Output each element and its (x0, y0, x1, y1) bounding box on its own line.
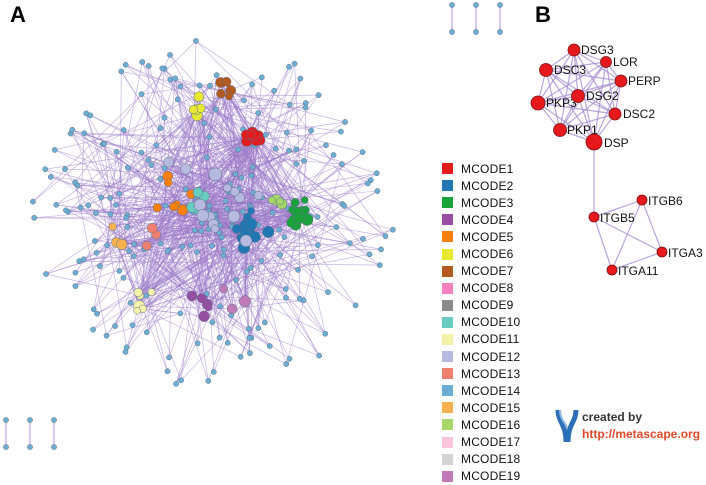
legend-label: MCODE5 (461, 230, 514, 244)
legend-item: MCODE19 (442, 468, 520, 485)
legend-item: MCODE4 (442, 211, 520, 228)
credit-text: created by (582, 410, 642, 424)
node-label: DSC3 (554, 63, 586, 77)
network-b-node (607, 265, 617, 275)
legend-label: MCODE3 (461, 196, 514, 210)
network-b-node (586, 134, 602, 150)
network-b-node (657, 247, 667, 257)
legend-swatch (442, 249, 453, 260)
network-b-node (531, 96, 545, 110)
network-b-node (601, 57, 612, 68)
legend-item: MCODE18 (442, 451, 520, 468)
network-b-node (615, 75, 627, 87)
legend-label: MCODE1 (461, 162, 514, 176)
legend-item: MCODE3 (442, 194, 520, 211)
legend-label: MCODE4 (461, 213, 514, 227)
node-label: DSG2 (586, 89, 619, 103)
legend-label: MCODE11 (461, 332, 520, 346)
legend-swatch (442, 402, 453, 413)
network-b-node (568, 44, 580, 56)
legend-swatch (442, 163, 453, 174)
legend-swatch (442, 266, 453, 277)
legend-label: MCODE2 (461, 179, 514, 193)
legend-swatch (442, 283, 453, 294)
legend-swatch (442, 351, 453, 362)
node-label: ITGB6 (648, 194, 683, 208)
network-b-node (554, 124, 567, 137)
metascape-logo-icon (554, 408, 580, 444)
legend-item: MCODE2 (442, 177, 520, 194)
legend-swatch (442, 368, 453, 379)
legend-label: MCODE14 (461, 384, 520, 398)
network-b-node (637, 195, 647, 205)
legend-label: MCODE6 (461, 247, 514, 261)
legend-item: MCODE17 (442, 434, 520, 451)
legend-item: MCODE12 (442, 348, 520, 365)
legend-label: MCODE15 (461, 401, 520, 415)
node-label: DSC2 (623, 107, 655, 121)
legend-swatch (442, 385, 453, 396)
legend-label: MCODE8 (461, 281, 514, 295)
node-label: ITGB5 (600, 211, 635, 225)
node-label: DSP (604, 136, 629, 150)
legend-swatch (442, 454, 453, 465)
legend-item: MCODE15 (442, 399, 520, 416)
legend-label: MCODE9 (461, 298, 514, 312)
legend-item: MCODE13 (442, 365, 520, 382)
legend-swatch (442, 231, 453, 242)
legend-swatch (442, 471, 453, 482)
legend-swatch (442, 197, 453, 208)
node-label: DSG3 (581, 43, 614, 57)
legend-swatch (442, 437, 453, 448)
metascape-link[interactable]: http://metascape.org (582, 427, 700, 441)
network-b-node (589, 212, 599, 222)
legend-item: MCODE1 (442, 160, 520, 177)
legend-swatch (442, 334, 453, 345)
legend-swatch (442, 214, 453, 225)
legend-item: MCODE6 (442, 245, 520, 262)
node-label: ITGA11 (618, 264, 659, 278)
legend-label: MCODE7 (461, 264, 514, 278)
network-b-node (540, 64, 553, 77)
legend-label: MCODE18 (461, 452, 520, 466)
network-b-node (572, 90, 585, 103)
legend-label: MCODE12 (461, 350, 520, 364)
network-b-node (609, 108, 621, 120)
legend-label: MCODE19 (461, 469, 520, 483)
legend-item: MCODE5 (442, 228, 520, 245)
legend-label: MCODE13 (461, 367, 520, 381)
legend-item: MCODE7 (442, 263, 520, 280)
node-label: LOR (613, 55, 638, 69)
legend-item: MCODE16 (442, 416, 520, 433)
node-label: PERP (628, 74, 661, 88)
legend-label: MCODE16 (461, 418, 520, 432)
legend-item: MCODE9 (442, 297, 520, 314)
node-label: ITGA3 (668, 246, 703, 260)
legend-swatch (442, 317, 453, 328)
legend-swatch (442, 300, 453, 311)
metascape-credit[interactable]: created by http://metascape.org (554, 406, 704, 446)
legend-item: MCODE8 (442, 280, 520, 297)
legend-swatch (442, 180, 453, 191)
legend-item: MCODE14 (442, 382, 520, 399)
legend-label: MCODE17 (461, 435, 520, 449)
legend-item: MCODE10 (442, 314, 520, 331)
legend-swatch (442, 419, 453, 430)
legend-label: MCODE10 (461, 315, 520, 329)
legend-item: MCODE11 (442, 331, 520, 348)
